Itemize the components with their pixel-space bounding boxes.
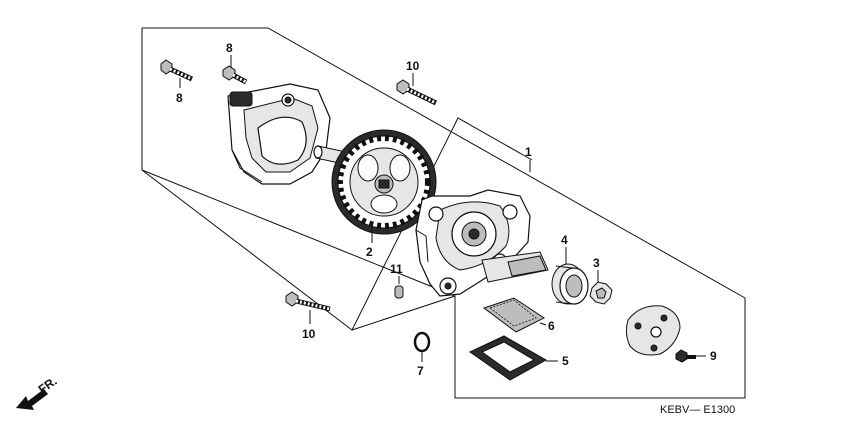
flange-bolt-top — [222, 65, 248, 85]
inner-rotor — [589, 281, 613, 305]
oil-pump-body — [415, 189, 531, 297]
callout-10-bottom: 10 — [302, 327, 316, 341]
callout-1: 1 — [525, 145, 532, 159]
flange-bolt-10-bottom — [285, 291, 331, 312]
pump-cover — [227, 83, 331, 185]
leader-6 — [539, 322, 547, 326]
flange-bolt-left — [160, 59, 194, 82]
screw-9 — [675, 349, 696, 363]
oil-pump-driven-gear — [331, 129, 437, 235]
callout-8-top: 8 — [226, 41, 233, 55]
dowel-pin — [394, 285, 404, 299]
callout-4: 4 — [561, 233, 568, 247]
callout-2: 2 — [366, 245, 373, 259]
front-direction-arrow-icon — [16, 389, 48, 410]
callout-7: 7 — [417, 364, 424, 378]
diagram-code: KEBV— E1300 — [660, 404, 735, 416]
callout-5: 5 — [562, 354, 569, 368]
callout-10-top: 10 — [406, 59, 420, 73]
strainer-tube — [481, 251, 549, 283]
assembly-outline — [141, 27, 746, 399]
callout-3: 3 — [593, 256, 600, 270]
callout-11: 11 — [390, 262, 403, 276]
outer-rotor — [551, 263, 589, 305]
rotor-cover-plate — [625, 305, 681, 356]
strainer-gasket — [469, 335, 548, 381]
oil-strainer-screen — [482, 297, 545, 333]
flange-bolt-10-top — [396, 79, 438, 106]
callout-6: 6 — [548, 319, 555, 333]
callout-8-left: 8 — [176, 91, 183, 105]
o-ring — [413, 331, 431, 353]
callout-9: 9 — [710, 349, 717, 363]
